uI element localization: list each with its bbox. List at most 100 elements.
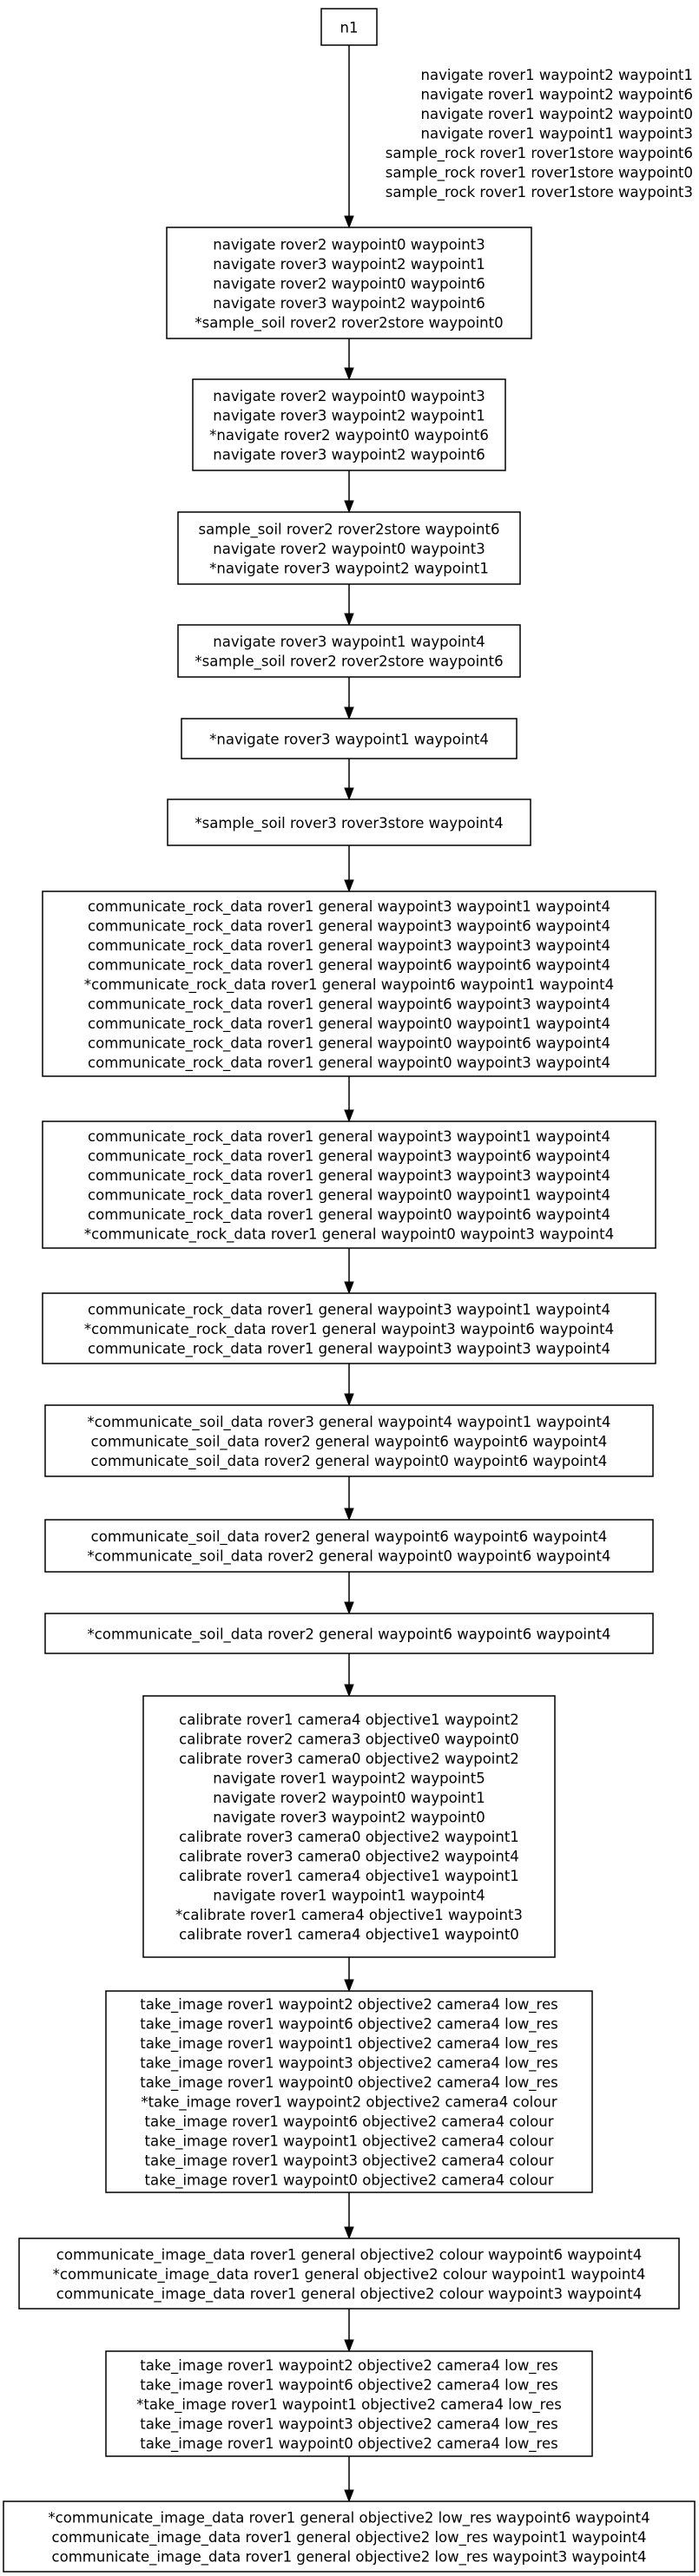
plan-node-box (44, 1613, 654, 1654)
edge-arrowhead (344, 215, 354, 229)
plan-node-box (177, 624, 521, 678)
plan-node-box (44, 1519, 654, 1573)
plan-node-box (42, 1120, 656, 1249)
plan-node-line: communicate_rock_data rover1 general way… (88, 937, 610, 955)
plan-node-line: calibrate rover1 camera4 objective1 wayp… (179, 1927, 519, 1943)
plan-node-line: take_image rover1 waypoint1 objective2 c… (145, 2133, 554, 2151)
edge-arrowhead (344, 1508, 354, 1521)
plan-node-box (166, 227, 532, 339)
plan-node-line: take_image rover1 waypoint0 objective2 c… (140, 2074, 557, 2092)
plan-node-line: communicate_image_data rover1 general ob… (56, 2285, 642, 2303)
plan-node-line: *communicate_soil_data rover2 general wa… (88, 1626, 611, 1643)
plan-node-line: take_image rover1 waypoint1 objective2 c… (140, 2035, 557, 2053)
plan-node-line: calibrate rover3 camera0 objective2 wayp… (179, 1829, 519, 1845)
edge-arrowhead (344, 1109, 354, 1123)
plan-node-line: take_image rover1 waypoint0 objective2 c… (145, 2172, 554, 2190)
edge-arrowhead (344, 500, 354, 514)
plan-node: *navigate rover3 waypoint1 waypoint4 (181, 718, 518, 759)
plan-node-line: *communicate_image_data rover1 general o… (53, 2266, 646, 2284)
plan-node-box (181, 718, 518, 759)
edge (344, 470, 354, 514)
plan-node-line: *communicate_soil_data rover3 general wa… (88, 1414, 611, 1431)
edge (344, 338, 354, 381)
plan-node-line: communicate_soil_data rover2 general way… (91, 1433, 608, 1450)
plan-node: *communicate_image_data rover1 general o… (3, 2500, 696, 2573)
plan-node-box (3, 2500, 696, 2573)
edge-arrowhead (344, 1393, 354, 1407)
edge (344, 1572, 354, 1615)
edge-arrowhead (344, 613, 354, 627)
edge-arrowhead (344, 879, 354, 893)
edge (344, 2309, 354, 2353)
plan-node-line: *communicate_rock_data rover1 general wa… (84, 976, 614, 994)
plan-node-line: navigate rover2 waypoint0 waypoint3 (213, 388, 485, 404)
plan-node-line: communicate_rock_data rover1 general way… (88, 1206, 610, 1224)
edge (344, 759, 354, 801)
edge-label-line: sample_rock rover1 rover1store waypoint3 (386, 184, 693, 201)
plan-node-box (142, 1695, 556, 1958)
plan-node-line: communicate_rock_data rover1 general way… (88, 1148, 610, 1166)
plan-node: take_image rover1 waypoint2 objective2 c… (105, 1990, 593, 2193)
plan-node-line: navigate rover1 waypoint2 waypoint5 (213, 1771, 485, 1787)
edge-label-line: navigate rover1 waypoint2 waypoint0 (421, 106, 693, 122)
plan-node-line: *navigate rover3 waypoint1 waypoint4 (209, 731, 489, 747)
plan-node-line: *communicate_image_data rover1 general o… (48, 2509, 650, 2527)
plan-node-box (105, 1990, 593, 2193)
plan-node: communicate_rock_data rover1 general way… (42, 890, 656, 1077)
edge-arrowhead (344, 2489, 354, 2503)
plan-node-line: take_image rover1 waypoint2 objective2 c… (140, 1996, 557, 2014)
plan-node-line: take_image rover1 waypoint2 objective2 c… (140, 2357, 557, 2375)
edge-arrowhead (344, 367, 354, 381)
plan-node: calibrate rover1 camera4 objective1 wayp… (142, 1695, 556, 1958)
plan-node: *sample_soil rover3 rover3store waypoint… (167, 798, 531, 846)
edge (344, 845, 354, 893)
plan-node-line: take_image rover1 waypoint6 objective2 c… (140, 2016, 557, 2034)
plan-node: navigate rover2 waypoint0 waypoint3navig… (166, 227, 532, 339)
plan-node-line: calibrate rover1 camera4 objective1 wayp… (179, 1712, 519, 1728)
plan-node-line: communicate_rock_data rover1 general way… (88, 1128, 610, 1146)
plan-node-line: navigate rover3 waypoint2 waypoint6 (213, 295, 485, 312)
plan-node-line: *sample_soil rover2 rover2store waypoint… (195, 314, 503, 332)
edge (344, 1476, 354, 1521)
plan-node-line: take_image rover1 waypoint3 objective2 c… (140, 2055, 557, 2073)
plan-node-line: take_image rover1 waypoint3 objective2 c… (140, 2415, 557, 2433)
plan-node-line: navigate rover3 waypoint2 waypoint1 (213, 256, 485, 273)
edge (344, 1653, 354, 1698)
plan-node-box (192, 378, 506, 471)
plan-node-line: communicate_rock_data rover1 general way… (88, 1055, 610, 1072)
plan-node: sample_soil rover2 rover2store waypoint6… (177, 511, 521, 585)
plan-node: navigate rover2 waypoint0 waypoint3 navig… (192, 378, 506, 471)
plan-node-box (177, 511, 521, 585)
plan-node-box (42, 1292, 656, 1364)
plan-node-line: navigate rover2 waypoint0 waypoint1 (213, 1790, 485, 1806)
plan-node-line: communicate_rock_data rover1 general way… (88, 1187, 610, 1205)
edge (344, 677, 354, 720)
plan-node-line: *navigate rover3 waypoint2 waypoint1 (209, 560, 489, 576)
plan-node-line: calibrate rover3 camera0 objective2 wayp… (179, 1751, 519, 1767)
edge (344, 1076, 354, 1123)
plan-node-box (105, 2350, 593, 2457)
plan-node-line: navigate rover2 waypoint0 waypoint3 (213, 541, 485, 557)
plan-node-line: *take_image rover1 waypoint2 objective2 … (141, 2094, 557, 2112)
plan-node-line: communicate_rock_data rover1 general way… (88, 898, 610, 916)
plan-node-line: *navigate rover2 waypoint0 waypoint6 (209, 427, 489, 444)
plan-node-line: navigate rover3 waypoint2 waypoint0 (213, 1810, 485, 1826)
edge (344, 584, 354, 627)
plan-node-line: navigate rover3 waypoint2 waypoint1 (213, 408, 485, 424)
edge (344, 1957, 354, 1993)
plan-node-line: navigate rover3 waypoint1 waypoint4 (213, 634, 485, 650)
edge-arrowhead (344, 2226, 354, 2240)
plan-node-line: *communicate_soil_data rover2 general wa… (88, 1548, 611, 1566)
plan-node: n1 (320, 8, 378, 46)
plan-node-box (44, 1404, 654, 1477)
plan-node-line: communicate_rock_data rover1 general way… (88, 1015, 610, 1033)
plan-node-line: navigate rover3 waypoint2 waypoint6 (213, 447, 485, 463)
plan-node: communicate_rock_data rover1 general way… (42, 1120, 656, 1249)
edge: navigate rover1 waypoint2 waypoint1navig… (344, 45, 693, 229)
plan-node-line: communicate_rock_data rover1 general way… (88, 1035, 610, 1052)
plan-node-box (167, 798, 531, 846)
plan-node-line: communicate_rock_data rover1 general way… (88, 956, 610, 974)
plan-node-line: take_image rover1 waypoint0 objective2 c… (140, 2435, 557, 2453)
edge-label-line: sample_rock rover1 rover1store waypoint0 (386, 165, 693, 182)
plan-node-line: communicate_rock_data rover1 general way… (88, 996, 610, 1013)
